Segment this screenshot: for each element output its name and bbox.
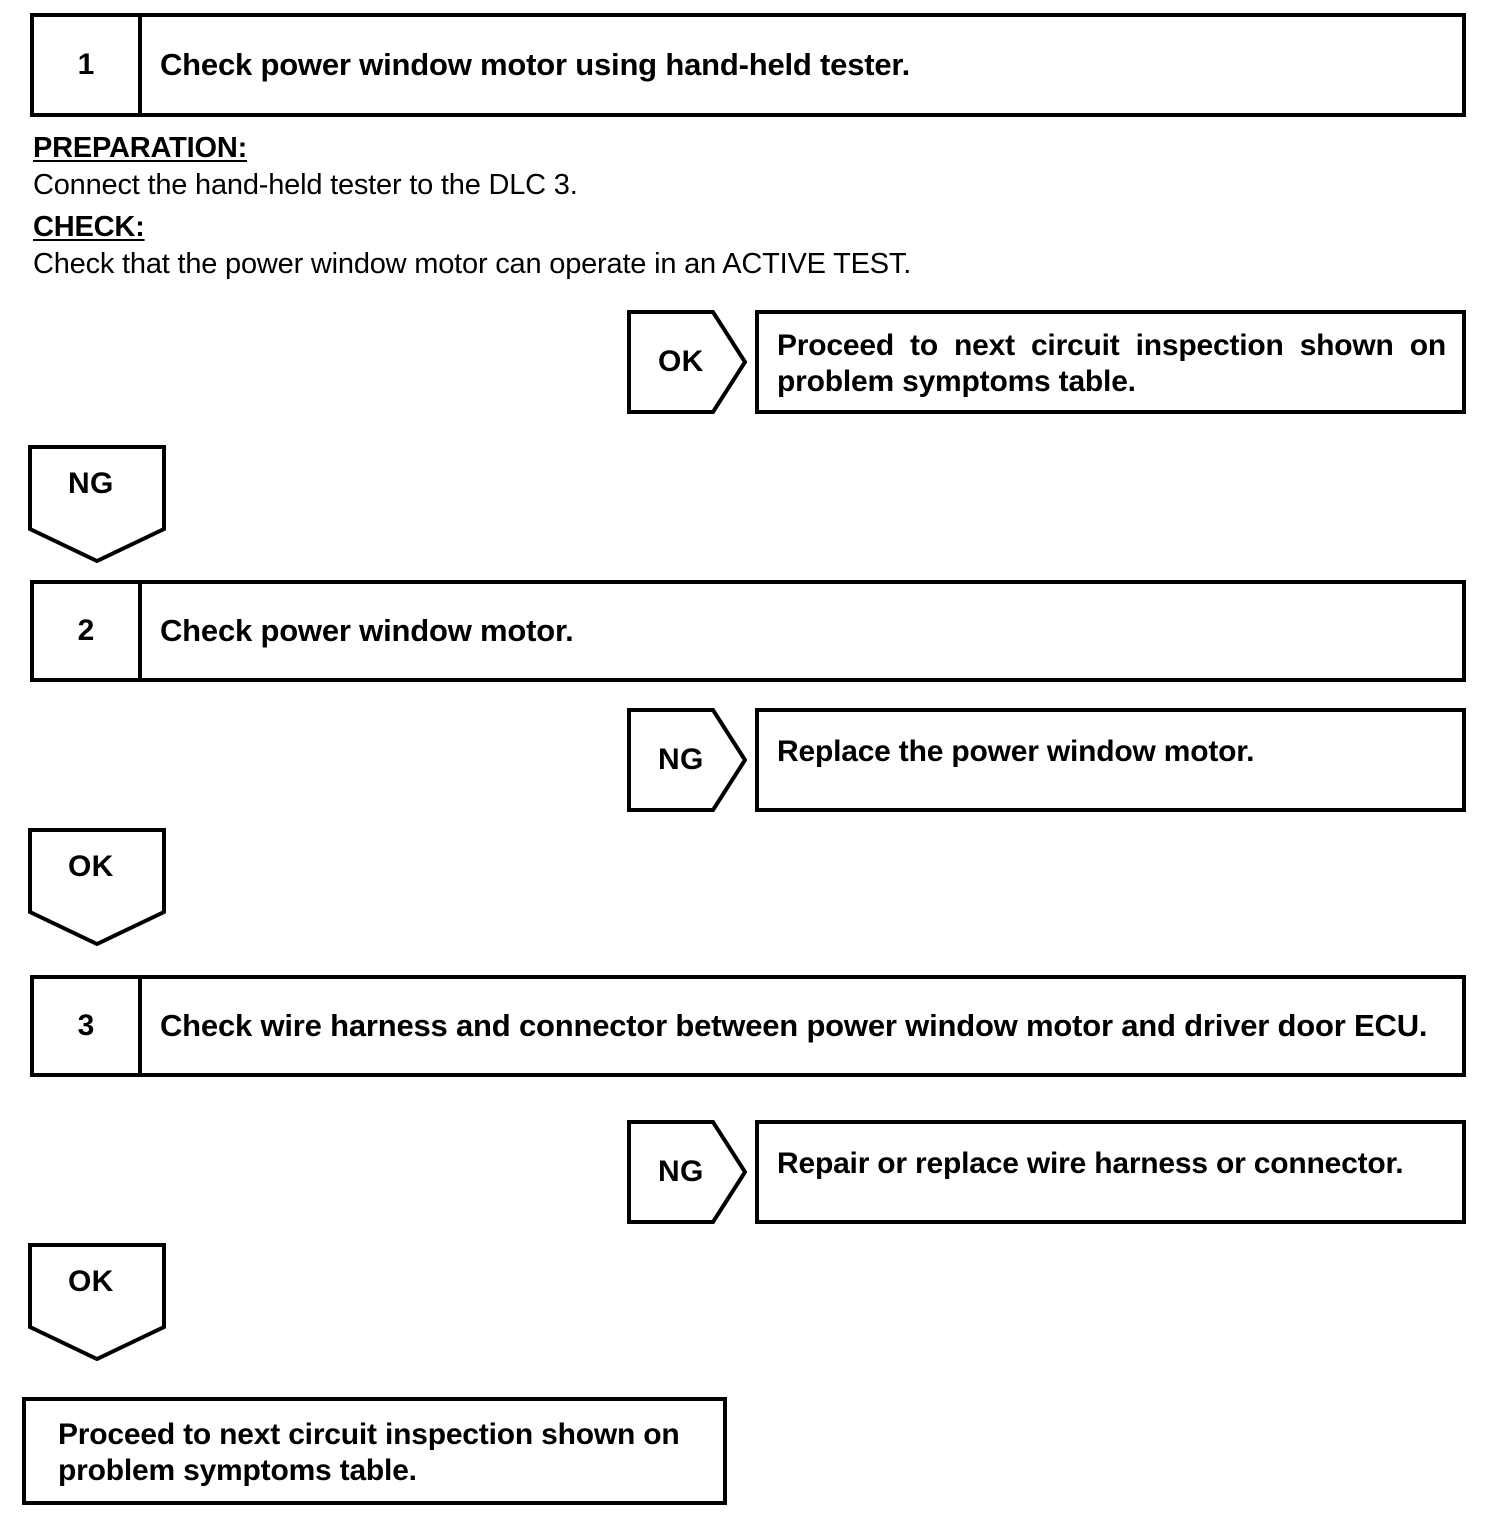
arrow-right-shape — [627, 310, 747, 414]
branch-arrow-ok-step1[interactable]: OK — [627, 310, 747, 414]
arrow-down-shape — [28, 828, 166, 946]
branch-label-ok: OK — [68, 1265, 114, 1298]
branch-arrow-ok-step3[interactable]: OK — [28, 1243, 166, 1361]
arrow-right-shape — [627, 708, 747, 812]
result-text-step1-ok: Proceed to next circuit inspection shown… — [777, 329, 1446, 398]
result-box-step2-ng[interactable]: Replace the power window motor. — [755, 708, 1466, 812]
step-title-1: Check power window motor using hand-held… — [160, 46, 910, 82]
branch-label-ng: NG — [658, 1155, 704, 1188]
step-box-1[interactable]: 1 Check power window motor using hand-he… — [30, 13, 1466, 117]
step-box-2[interactable]: 2 Check power window motor. — [30, 580, 1466, 682]
branch-arrow-ok-step2[interactable]: OK — [28, 828, 166, 946]
preparation-text: Connect the hand-held tester to the DLC … — [33, 169, 578, 202]
result-text-step2-ng: Replace the power window motor. — [777, 735, 1255, 768]
branch-label-ok: OK — [658, 345, 704, 378]
result-text-step3-ng: Repair or replace wire harness or connec… — [777, 1147, 1404, 1180]
check-text: Check that the power window motor can op… — [33, 247, 912, 280]
step-number-2: 2 — [34, 584, 142, 678]
step-box-3[interactable]: 3 Check wire harness and connector betwe… — [30, 975, 1466, 1077]
conclusion-text: Proceed to next circuit inspection shown… — [58, 1418, 680, 1487]
branch-arrow-ng-step2[interactable]: NG — [627, 708, 747, 812]
result-box-step1-ok[interactable]: Proceed to next circuit inspection shown… — [755, 310, 1466, 414]
step-title-2: Check power window motor. — [160, 612, 574, 648]
step-number-1: 1 — [34, 17, 142, 113]
step1-detail-block: PREPARATION: Connect the hand-held teste… — [33, 130, 1133, 288]
conclusion-box[interactable]: Proceed to next circuit inspection shown… — [22, 1397, 727, 1505]
arrow-right-shape — [627, 1120, 747, 1224]
branch-label-ok: OK — [68, 850, 114, 883]
arrow-down-shape — [28, 1243, 166, 1361]
check-heading: CHECK: — [33, 210, 145, 243]
arrow-down-shape — [28, 445, 166, 563]
step-number-3: 3 — [34, 979, 142, 1073]
branch-label-ng: NG — [68, 467, 114, 500]
preparation-heading: PREPARATION: — [33, 132, 248, 164]
result-box-step3-ng[interactable]: Repair or replace wire harness or connec… — [755, 1120, 1466, 1224]
branch-arrow-ng-step1[interactable]: NG — [28, 445, 166, 563]
step-title-3: Check wire harness and connector between… — [160, 1007, 1428, 1043]
branch-label-ng: NG — [658, 743, 704, 776]
branch-arrow-ng-step3[interactable]: NG — [627, 1120, 747, 1224]
